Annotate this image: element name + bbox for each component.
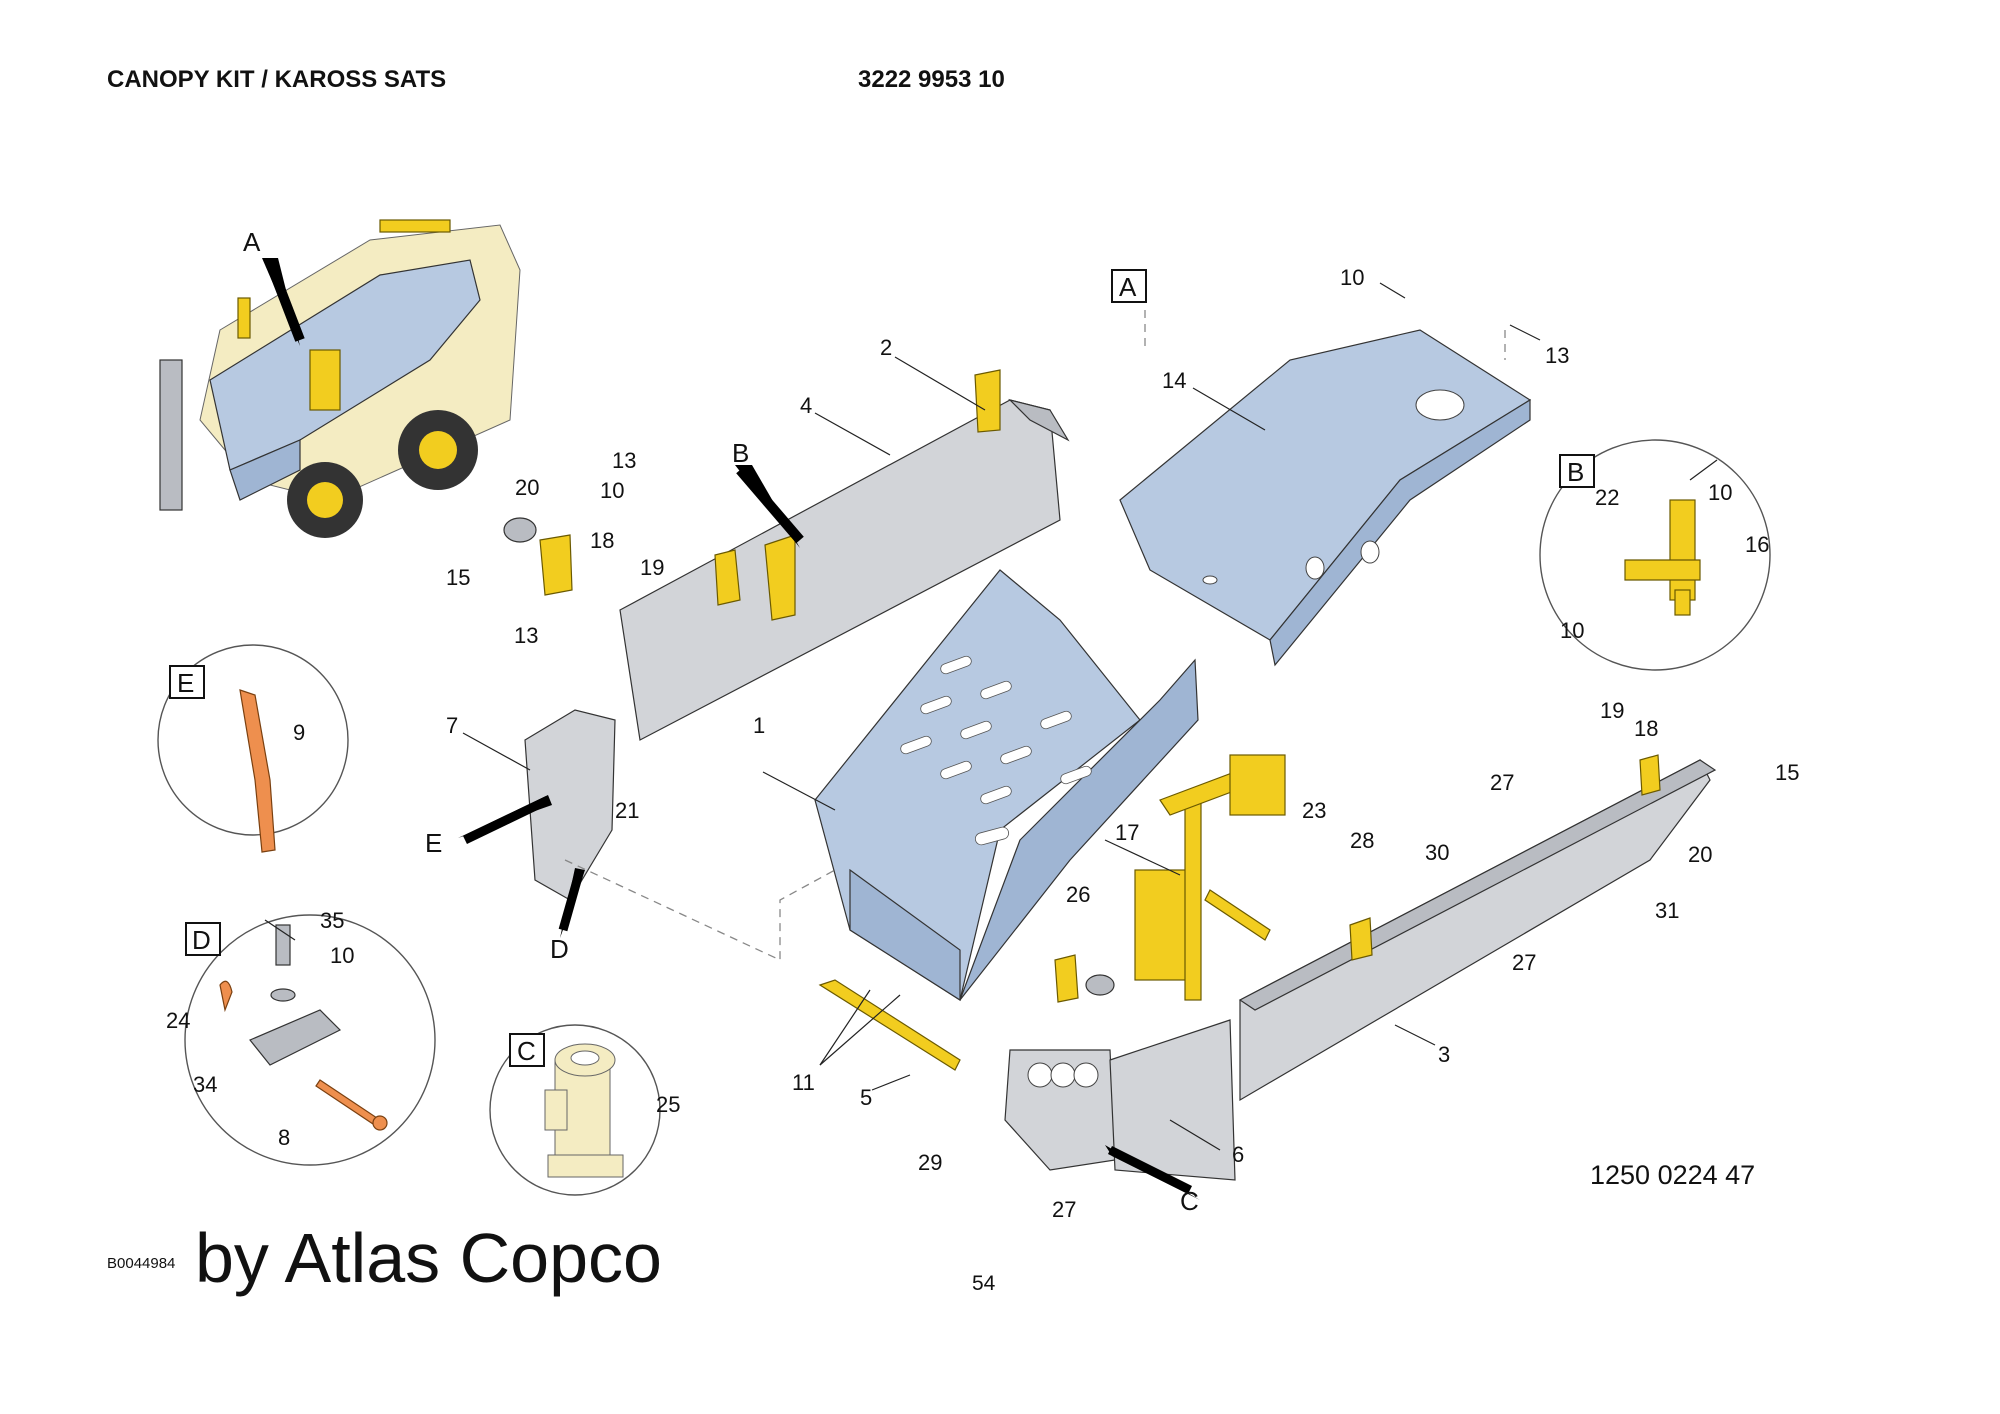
letter-d-pointer: D	[550, 934, 569, 964]
item-18-label: 18	[590, 528, 614, 553]
part-9-strip	[239, 689, 276, 853]
part-26-bracket	[1054, 954, 1079, 1003]
part-1-perforated-canopy	[814, 569, 1199, 1002]
item-13-label: 13	[612, 448, 636, 473]
part-number: 3222 9953 10	[858, 66, 1005, 93]
part-5-bar	[818, 979, 961, 1071]
part-3-long-bar	[1238, 754, 1717, 1102]
item-13-label-2: 13	[514, 623, 538, 648]
part-15-left-plate	[503, 517, 537, 543]
item-29-label: 29	[918, 1150, 942, 1175]
letter-e: E	[177, 668, 194, 698]
letter-b-pointer: B	[732, 438, 749, 468]
item-2-label: 2	[880, 335, 892, 360]
item-13-label-3: 13	[1545, 343, 1569, 368]
item-27-label: 27	[1490, 770, 1514, 795]
item-3-label: 3	[1438, 1042, 1450, 1067]
item-number-labels: 1 2 3 4 5 6 7 8 9 10 10 10 10 10 11 13 1…	[166, 265, 1799, 1222]
item-15-label: 15	[446, 565, 470, 590]
item-11-label: 11	[792, 1070, 815, 1095]
item-4-label: 4	[800, 393, 812, 418]
item-31-label: 31	[1655, 898, 1679, 923]
item-1-label: 1	[753, 713, 765, 738]
item-35-label: 35	[320, 908, 344, 933]
item-24-label: 24	[166, 1008, 190, 1033]
letter-b: B	[1567, 457, 1584, 487]
part-2-bracket	[974, 369, 1001, 433]
item-19-label: 19	[640, 555, 664, 580]
letter-a: A	[1119, 272, 1137, 302]
item-25-label: 25	[656, 1092, 680, 1117]
item-20-label: 20	[515, 475, 539, 500]
image-code: B0044984	[107, 1255, 176, 1272]
detail-b-circle	[1539, 439, 1771, 671]
part-15-plate	[1085, 974, 1115, 996]
item-8-label: 8	[278, 1125, 290, 1150]
item-18-label-2: 18	[1634, 716, 1658, 741]
item-5-label: 5	[860, 1085, 872, 1110]
part-18-bracket	[539, 534, 573, 596]
item-28-label: 28	[1350, 828, 1374, 853]
letter-c-pointer: C	[1180, 1186, 1199, 1216]
letter-a-overview: A	[243, 227, 261, 257]
page-title: CANOPY KIT / KAROSS SATS	[107, 66, 447, 93]
item-9-label: 9	[293, 720, 305, 745]
letter-box-d	[185, 922, 221, 956]
item-10-label-b1: 10	[1708, 480, 1732, 505]
figure-number: 1250 0224 47	[1590, 1160, 1756, 1190]
part-16-bracket	[1624, 499, 1701, 616]
item-26-label: 26	[1066, 882, 1090, 907]
letter-box-c	[509, 1033, 545, 1067]
item-22-label: 22	[1595, 485, 1619, 510]
item-19-label-2: 19	[1600, 698, 1624, 723]
item-27-label-2: 27	[1512, 950, 1536, 975]
letter-box-b	[1559, 454, 1595, 488]
part-7-plate	[458, 709, 616, 938]
item-34-label: 34	[193, 1072, 217, 1097]
item-6-label: 6	[1232, 1142, 1244, 1167]
letter-e-pointer: E	[425, 828, 442, 858]
letter-c: C	[517, 1036, 536, 1066]
letter-d: D	[192, 925, 211, 955]
item-10-label-d: 10	[330, 943, 354, 968]
page-number: 54	[972, 1272, 996, 1295]
item-17-label: 17	[1115, 820, 1139, 845]
item-23-label: 23	[1302, 798, 1326, 823]
leader-lines	[264, 282, 1718, 1151]
item-21-label: 21	[615, 798, 639, 823]
item-15-label-2: 15	[1775, 760, 1799, 785]
part-24-clip	[219, 980, 233, 1013]
part-6-plate	[1004, 1019, 1236, 1200]
item-30-label: 30	[1425, 840, 1449, 865]
item-20-label-2: 20	[1688, 842, 1712, 867]
item-10-label: 10	[600, 478, 624, 503]
item-10-label-b2: 10	[1560, 618, 1584, 643]
part-25-block	[544, 1043, 624, 1178]
part-17-support	[1134, 754, 1286, 1001]
detail-d-parts	[219, 924, 388, 1131]
item-27-label-3: 27	[1052, 1197, 1076, 1222]
letter-box-a	[1111, 269, 1147, 303]
part-4-side-panel	[619, 369, 1070, 741]
item-10-label-a: 10	[1340, 265, 1364, 290]
item-7-label: 7	[446, 713, 458, 738]
part-14-canopy-top	[1119, 329, 1532, 667]
brand-text: by Atlas Copco	[195, 1219, 662, 1297]
item-16-label: 16	[1745, 532, 1769, 557]
loader-arm	[159, 359, 183, 511]
letter-box-e	[169, 665, 205, 699]
machine-overview: A	[159, 219, 521, 538]
item-14-label: 14	[1162, 368, 1186, 393]
